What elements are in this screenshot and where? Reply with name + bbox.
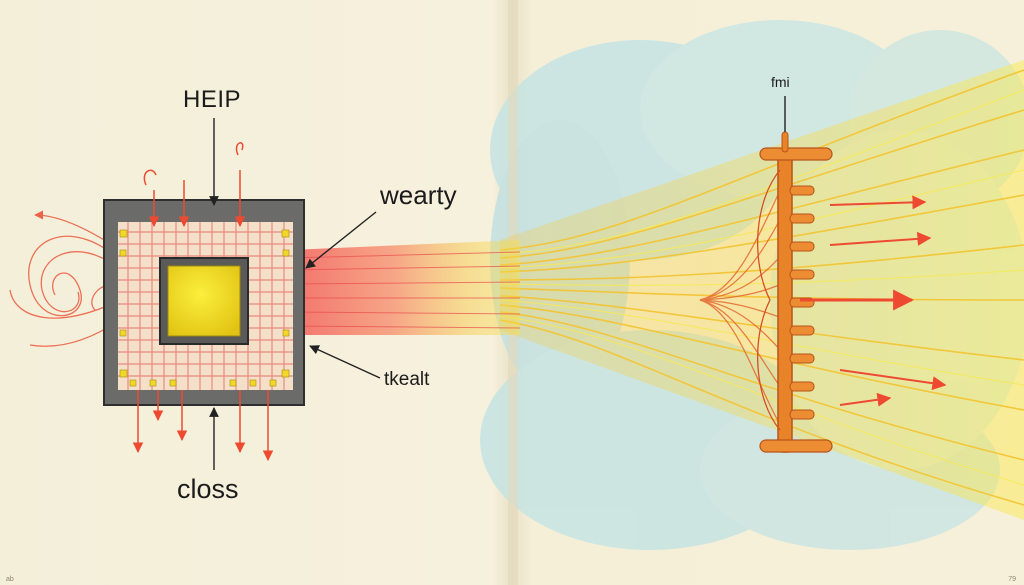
manifold-label: fmi	[771, 74, 790, 90]
callout-label-right: wearty	[380, 180, 457, 210]
callout-label-bottom: closs	[177, 474, 239, 504]
output-arrows	[800, 195, 947, 407]
page-number-left: ab	[6, 576, 14, 583]
chip-flow-arrows	[132, 142, 274, 462]
callout-label-top: HEIP	[183, 86, 242, 113]
page-number-right: 79	[1008, 576, 1016, 583]
callout-label-lower-right: tkealt	[384, 369, 430, 390]
callout-lines	[209, 96, 786, 470]
heat-beam	[289, 240, 521, 335]
light-ray-fan	[499, 60, 1024, 520]
manifold-rail	[757, 131, 833, 453]
processor-chip	[103, 199, 305, 406]
